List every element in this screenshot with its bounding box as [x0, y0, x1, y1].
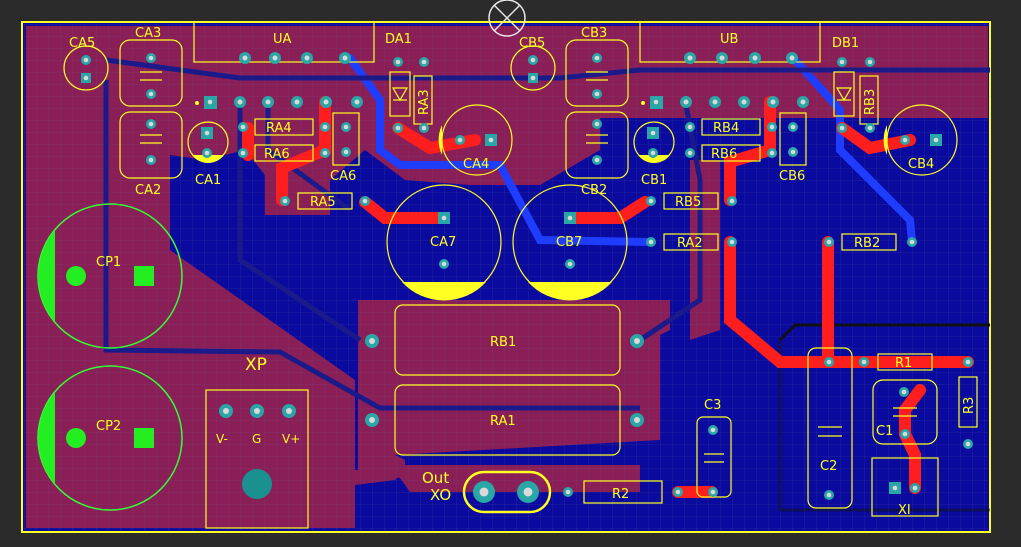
ra3-resistor[interactable]: RA3: [413, 57, 433, 133]
rb1-resistor[interactable]: RB1: [365, 304, 644, 376]
label-rb1: RB1: [490, 335, 516, 350]
label-da1: DA1: [385, 32, 412, 47]
red-trace-6: [836, 122, 916, 155]
label-ra3: RA3: [417, 89, 432, 115]
cb7-capacitor[interactable]: CB7: [512, 184, 628, 301]
label-ca5: CA5: [69, 36, 95, 51]
label-cb3: CB3: [581, 26, 607, 41]
cb5-capacitor[interactable]: CB5: [510, 36, 556, 91]
label-ub: UB: [720, 32, 738, 47]
rb3-resistor[interactable]: RB3: [859, 57, 879, 133]
red-trace-3: [359, 196, 446, 224]
cb1-capacitor[interactable]: CB1: [633, 121, 675, 188]
label-ca2: CA2: [135, 183, 161, 198]
label-ca6: CA6: [330, 169, 356, 184]
label-c3: C3: [704, 398, 721, 413]
red-trace-10: [899, 428, 921, 494]
label-xo: XO: [430, 486, 451, 504]
label-rb3: RB3: [863, 89, 878, 115]
label-rb5: RB5: [675, 195, 701, 210]
ra6-resistor[interactable]: RA6: [238, 144, 330, 162]
ra1-resistor[interactable]: RA1: [365, 384, 644, 456]
cb6-capacitor[interactable]: CB6: [779, 112, 807, 184]
rb4-resistor[interactable]: RB4: [685, 118, 777, 136]
label-cp2: CP2: [96, 419, 121, 434]
label-db1: DB1: [832, 36, 859, 51]
rb6-resistor[interactable]: RB6: [685, 144, 777, 162]
label-cb5: CB5: [519, 36, 545, 51]
label-c2: C2: [820, 459, 837, 474]
label-v-minus: V-: [216, 432, 228, 446]
label-ra5: RA5: [310, 195, 336, 210]
label-ra6: RA6: [264, 147, 290, 162]
label-xp: XP: [245, 355, 267, 375]
c2-capacitor[interactable]: C2: [807, 347, 853, 509]
xi-input-connector[interactable]: XI: [871, 457, 939, 518]
cp1-capacitor[interactable]: CP1: [37, 203, 183, 349]
ra4-resistor[interactable]: RA4: [238, 118, 330, 136]
cp2-capacitor[interactable]: CP2: [37, 365, 183, 511]
label-xi: XI: [898, 503, 911, 518]
label-ra1: RA1: [490, 414, 516, 429]
label-cb4: CB4: [908, 157, 934, 172]
ub-ic[interactable]: UB: [639, 21, 821, 109]
ca5-capacitor[interactable]: CA5: [63, 36, 109, 91]
label-ca7: CA7: [430, 235, 456, 250]
xp-connector[interactable]: XP V- G V+: [205, 355, 309, 529]
cb4-capacitor[interactable]: CB4: [883, 104, 958, 176]
rb2-resistor[interactable]: RB2: [824, 233, 917, 251]
red-trace-4: [564, 196, 651, 224]
label-ra4: RA4: [266, 121, 292, 136]
ua-ic[interactable]: UA: [193, 21, 375, 109]
origin-marker-icon: [488, 0, 526, 37]
r2-resistor[interactable]: R2: [563, 480, 683, 504]
label-v-plus: V+: [282, 432, 300, 446]
label-ua: UA: [273, 32, 292, 47]
ca4-capacitor[interactable]: CA4: [438, 104, 513, 176]
r1-resistor[interactable]: R1: [859, 353, 973, 371]
label-cb1: CB1: [641, 173, 667, 188]
label-ca4: CA4: [463, 157, 489, 172]
label-rb2: RB2: [854, 236, 880, 251]
label-g: G: [252, 432, 261, 446]
c1-capacitor[interactable]: C1: [872, 379, 938, 445]
blue-trace-1: [346, 54, 654, 246]
ca7-capacitor[interactable]: CA7: [386, 184, 502, 301]
label-r3: R3: [962, 397, 977, 414]
ca3-capacitor[interactable]: CA3: [119, 26, 183, 107]
label-out: Out: [422, 469, 449, 487]
r3-resistor[interactable]: R3: [958, 376, 978, 449]
label-ra2: RA2: [677, 236, 703, 251]
label-rb6: RB6: [711, 147, 737, 162]
label-cb7: CB7: [556, 235, 582, 250]
cb3-capacitor[interactable]: CB3: [565, 26, 629, 107]
red-trace-9: [899, 384, 926, 440]
label-ca3: CA3: [135, 26, 161, 41]
label-ca1: CA1: [195, 173, 221, 188]
red-trace-7: [724, 236, 831, 368]
blue-trace-2: [791, 56, 916, 246]
da1-diode[interactable]: DA1: [385, 32, 412, 133]
label-r2: R2: [612, 487, 629, 502]
xo-output-connector[interactable]: Out XO: [422, 469, 552, 514]
db1-diode[interactable]: DB1: [832, 36, 859, 133]
label-r1: R1: [895, 356, 912, 371]
ca1-capacitor[interactable]: CA1: [187, 121, 229, 188]
ca2-capacitor[interactable]: CA2: [119, 111, 183, 198]
label-c1: C1: [876, 424, 893, 439]
ra5-resistor[interactable]: RA5: [280, 192, 370, 210]
ca6-capacitor[interactable]: CA6: [330, 112, 360, 184]
c3-capacitor[interactable]: C3: [696, 398, 732, 498]
label-cp1: CP1: [96, 255, 121, 270]
rb5-resistor[interactable]: RB5: [646, 192, 737, 210]
ra2-resistor[interactable]: RA2: [646, 233, 737, 251]
label-cb6: CB6: [779, 169, 805, 184]
label-rb4: RB4: [713, 121, 739, 136]
